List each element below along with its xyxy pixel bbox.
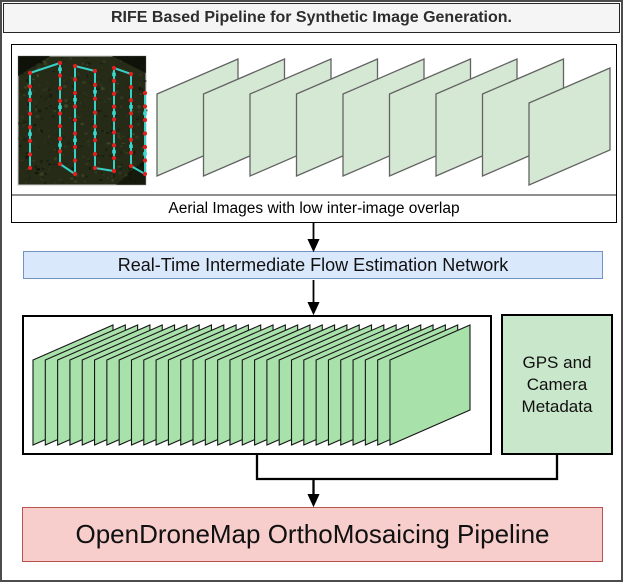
arrowhead-rife-to-stack [307,302,320,316]
merge-connector [255,454,559,494]
gps-metadata-line3: Metadata [521,396,593,416]
gps-metadata-line2: Camera [526,374,588,394]
gps-metadata-line1: GPS and [522,352,592,372]
arrowhead-merge-to-output [307,494,320,508]
diagram-title-text: RIFE Based Pipeline for Synthetic Image … [111,9,512,26]
arrowhead-input-to-rife [307,239,320,253]
gps-metadata-box: GPS and Camera Metadata [501,314,613,455]
aerial-caption: Aerial Images with low inter-image overl… [168,200,460,217]
rife-network-box: Real-Time Intermediate Flow Estimation N… [23,251,603,279]
caption-divider [12,194,616,196]
orthomosaic-pipeline-label: OpenDroneMap OrthoMosaicing Pipeline [75,519,550,549]
interpolated-stack-box [22,315,492,455]
aerial-input-panel: Aerial Images with low inter-image overl… [11,44,617,223]
diagram-title: RIFE Based Pipeline for Synthetic Image … [3,3,620,33]
orthomosaic-pipeline-box: OpenDroneMap OrthoMosaicing Pipeline [22,507,603,562]
rife-network-label: Real-Time Intermediate Flow Estimation N… [117,254,509,275]
